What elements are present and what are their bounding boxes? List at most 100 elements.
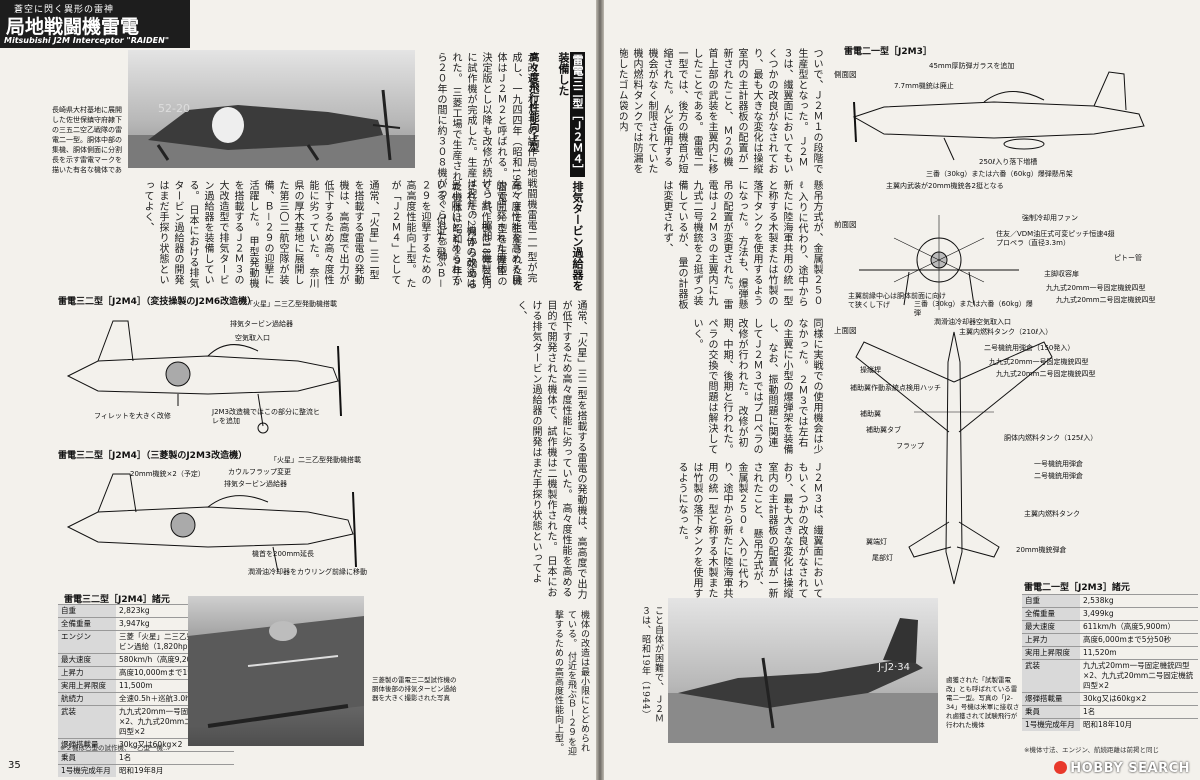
right-text-6: 懸吊方式が、金属製２５０ℓ入りに代わり、途中から新たに陸海軍共用の統一型と称する…: [736, 180, 822, 307]
spec-value: 611km/h（高度5,900m）: [1080, 620, 1198, 634]
right-text-15: Ｊ２Ｍ３は、繊翼面においてもいくつかの改良がなされており、最も大きな変化は操縦室…: [751, 462, 822, 599]
body-text-8: 高々度性能を高める目的で開発された機体で、試作機は二機製作された。: [464, 180, 520, 285]
label-bomb: 三番（30kg）または六番（60kg）爆弾: [914, 300, 1033, 317]
spec-value: 3,499kg: [1080, 607, 1198, 621]
fig1-label-fin: J2M3改造機ではこの部分に整流ヒレを追加: [212, 408, 321, 425]
body-text-12: 通常、「火星」三二型を搭載する雷電の発動機は、高高度で出力が低下するため高々度性…: [560, 300, 586, 600]
label-77mm: 7.7mm機銃は廃止: [894, 82, 954, 90]
j2m3-top-view: [854, 322, 1054, 592]
body-text-5: 奈川県の厚木基地に展開した第三〇二航空隊が装備、Ｂ－２９の迎撃に活躍した。: [247, 180, 318, 289]
label-aileron-tab: 補助翼タブ: [866, 426, 901, 434]
spec-row: 1号機完成年月昭和19年8月: [58, 764, 234, 777]
right-body-text-1: ついで、Ｊ２Ｍ１の段階で生産型となった。 Ｊ２Ｍ３は、繊翼面においてもいくつかの…: [620, 48, 824, 176]
body-text-14: 日本における排気タービン過給器の開発はまだ手探り状態といってよく、: [515, 300, 556, 598]
label-ammo-box: 二号機銃用弾倉（150発入）: [984, 344, 1075, 352]
spec-key: 最大速度: [1022, 620, 1080, 634]
side-view-label: 側面図: [834, 70, 857, 79]
label-gun1: 九九式20mm一号固定機銃四型: [1046, 284, 1146, 292]
spec-key: 乗員: [58, 751, 116, 765]
header-english-title: Mitsubishi J2M Interceptor "RAIDEN": [4, 36, 170, 45]
fig2-label-guns: 20mm機銃×2（予定）: [130, 470, 205, 478]
body-text-1: が改造されたもの試作局地戦闘機雷電二一型が完成し、一九四四年（昭和19年）まで生…: [495, 52, 536, 287]
spec-key: 上昇力: [1022, 633, 1080, 647]
label-oil-intake: 潤滑油冷却器空気取入口: [934, 318, 1011, 326]
spec-key: 武装: [58, 705, 116, 739]
body-text-columns-1: が改造されたもの試作局地戦闘機雷電二一型が完成し、一九四四年（昭和19年）まで生…: [418, 52, 538, 292]
body-text-15: 機体の改造は最小限にとどめられている。: [566, 610, 589, 753]
photo-top-caption: 長崎県大村基地に展開した佐世保鎮守府隷下の三五二空乙戦隊の雷電二一型。胴体中部の…: [52, 106, 122, 174]
body-text-4: 通常、「火星」三二型を搭載する雷電の発動機は、高高度で出力が低下するため高々度性…: [307, 180, 378, 285]
body-text-columns-4: 通常、「火星」三二型を搭載する雷電の発動機は、高高度で出力が低下するため高々度性…: [462, 300, 588, 600]
fig2-label-turbo: 排気タービン過給器: [224, 480, 287, 488]
spec-value: 11,520m: [1080, 646, 1198, 660]
left-spec-title: 雷電三二型［J2M4］諸元: [64, 595, 170, 605]
spec-row: 武装九九式20mm一号固定機銃四型×2、九九式20mm二号固定機銃四型×2: [1022, 659, 1198, 693]
label-stick: 操縦桿: [860, 366, 881, 374]
label-wing-tank2: 主翼内燃料タンク: [1024, 510, 1080, 518]
page-header: 蒼空に閃く異形の雷神 局地戦闘機雷電 Mitsubishi J2M Interc…: [0, 0, 190, 48]
right-spec-note: ※機体寸法、エンジン、航続距離は前掲と同じ: [1024, 746, 1160, 754]
j2m3-side-view: [844, 62, 1174, 162]
spec-key: 実用上昇限度: [58, 679, 116, 693]
label-wingtip-light: 翼端灯: [866, 538, 887, 546]
right-spec-title: 雷電二一型［J2M3］諸元: [1024, 583, 1130, 593]
spec-key: 全備重量: [58, 617, 116, 631]
aircraft-photo-image: 52-20: [128, 89, 415, 168]
spec-value: 1名: [116, 751, 234, 765]
header-title: 局地戦闘機雷電: [6, 16, 140, 38]
spec-key: 武装: [1022, 659, 1080, 693]
spec-key: 最大速度: [58, 653, 116, 667]
fig1-label-engine: 「火星」二三乙型発動機搭載: [246, 300, 337, 308]
body-text-10: 付近を飛ぶＢ－２９を迎撃するための高高度性能向上型。: [404, 180, 445, 289]
fig1-drawing: [58, 306, 358, 436]
right-text-10: 同様に実戦での使用機会は少なかった。: [796, 318, 822, 455]
photo-bottom-caption: 三菱製の雷電三二型試作機の胴体後部の排気タービン過給器を大きく撮影された写真: [372, 676, 457, 702]
right-text-11: ２Ｍ３では左右の主翼に小型の爆弾架を装備し、: [766, 318, 807, 455]
j2m3-front-view-svg: [859, 215, 1019, 310]
right-body-text-5: こと自体が困難で、 Ｊ２Ｍ３は、昭和19年（1944）: [620, 606, 664, 726]
label-pitot: ピトー管: [1114, 254, 1142, 262]
header-subtitle: 蒼空に閃く異形の雷神: [14, 5, 115, 15]
body-text-7: 日本における排気タービン過給器の開発はまだ手探り状態といってよく、: [142, 180, 198, 289]
right-text-14: ペラの交換で問題は解決していく。: [691, 318, 717, 455]
body-text-columns-2: 通常、「火星」三二型を搭載する雷電の発動機は、高高度で出力が低下するため高々度性…: [90, 180, 380, 290]
right-text-4: 雷電二一型では、後方の機首が短縮された。: [661, 48, 702, 174]
right-text-8: 雷電はＪ２Ｍ３の主翼内に九九式二号機銃を２挺ずつ装備しているが、: [676, 180, 732, 310]
right-body-text-2: 懸吊方式が、金属製２５０ℓ入りに代わり、途中から新たに陸海軍共用の統一型と称する…: [620, 180, 824, 310]
body-text-3: 三菱工場で生産された機体は昭和１９年から２０年の間に約３０８機がつくられた。神: [435, 52, 461, 287]
right-text-18: Ｊ２Ｍ３は、昭和19年（1944）: [640, 606, 663, 724]
turbo-photo-image: [188, 616, 364, 728]
label-cooling-fan: 強制冷却用ファン: [1022, 214, 1078, 222]
spec-row: 上昇力高度6,000mまで5分50秒: [1022, 633, 1198, 647]
right-page: ついで、Ｊ２Ｍ１の段階で生産型となった。 Ｊ２Ｍ３は、繊翼面においてもいくつかの…: [604, 0, 1200, 780]
body-text-6: 甲型発動機を搭載するＪ２Ｍ３の大改造型で排気タービン過給器を装備している。: [187, 180, 258, 289]
label-gear-door: 主脚収容扉: [1044, 270, 1079, 278]
label-wing-root: 主翼前縁中心は胴体前面に向けて狭くし下げ: [848, 292, 946, 309]
svg-text:J-J2·34: J-J2·34: [877, 662, 910, 673]
spec-value: 昭和19年8月: [116, 764, 234, 777]
captured-raiden-photo-image: J-J2·34: [668, 618, 938, 743]
section-title-line2: 高々度飛行性能向上型: [527, 52, 538, 152]
fig1-label-intake: 空気取入口: [235, 334, 270, 342]
spec-key: 全備重量: [1022, 607, 1080, 621]
fig2-label-nose: 機首を200mm延長: [252, 550, 314, 558]
fig2-label-engine: 「火星」二三乙型発動機搭載: [270, 456, 361, 464]
spec-key: 実用上昇限度: [1022, 646, 1080, 660]
spec-value: 1名: [1080, 705, 1198, 719]
label-droptank: 250ℓ入り落下増槽: [979, 158, 1038, 166]
top-view-label: 上面図: [834, 326, 857, 335]
fig2-drawing: [58, 462, 378, 582]
label-wing-armament: 主翼内武装が20mm機銃各2挺となる: [886, 182, 1004, 190]
body-text-11: たが「Ｊ２Ｍ４」としてまとめられた。: [389, 180, 415, 289]
label-ammo1: 一号機銃用弾倉: [1034, 460, 1083, 468]
spec-value: 高度6,000mまで5分50秒: [1080, 633, 1198, 647]
hobby-search-brand: HOBBY SEARCH: [1070, 761, 1190, 776]
photo-raiden-parked: 52-20: [128, 50, 415, 168]
hobby-search-watermark: HOBBY SEARCH: [1054, 761, 1190, 776]
section-title-line1: 排気タービン過給器を装備した: [557, 52, 584, 291]
